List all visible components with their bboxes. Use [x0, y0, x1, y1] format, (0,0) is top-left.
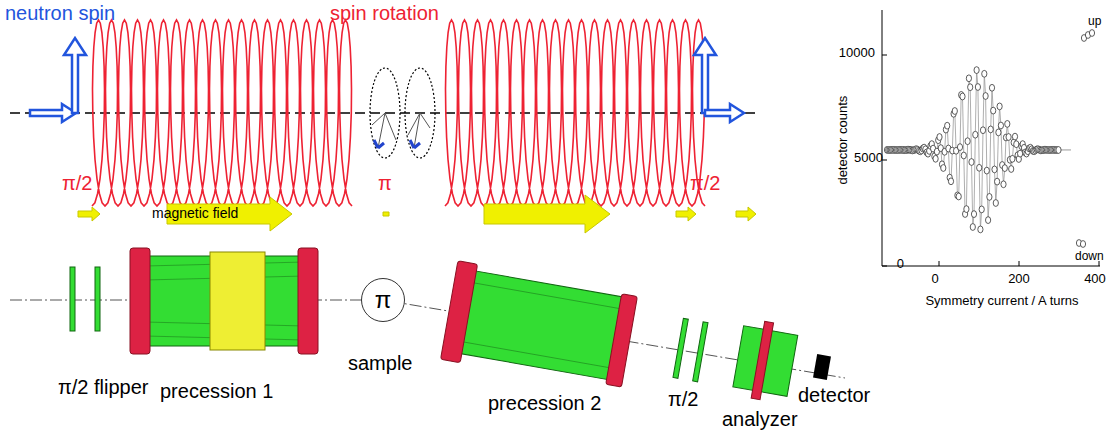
coil-winding: [445, 20, 705, 206]
data-point: [971, 211, 976, 218]
data-point: [1010, 155, 1015, 162]
label: π/2: [690, 172, 720, 194]
label: detector counts: [836, 96, 850, 185]
precession-coil-2: [441, 261, 639, 391]
data-point: [998, 122, 1003, 129]
data-point: [987, 194, 992, 201]
label: 10000: [839, 46, 875, 60]
label: precession 1: [160, 380, 273, 402]
data-point: [966, 75, 971, 82]
data-point: [980, 127, 985, 134]
spin-arrows: [30, 38, 744, 122]
data-point: [996, 129, 1001, 136]
data-point: [973, 131, 978, 138]
precession-coil-1: [130, 248, 318, 354]
data-point: [956, 193, 961, 200]
data-point: [1080, 241, 1085, 248]
data-point: [997, 103, 1002, 110]
data-point: [970, 224, 975, 231]
label: 5000: [854, 151, 883, 165]
data-point: [995, 178, 1000, 185]
label: down: [1075, 250, 1104, 263]
data-point: [945, 122, 950, 129]
node-text: π: [375, 286, 392, 314]
label: π/2: [668, 388, 698, 410]
label: π/2: [62, 172, 92, 194]
data-point: [1009, 166, 1014, 173]
label: up: [1088, 15, 1101, 28]
data-point: [933, 155, 938, 162]
data-point: [937, 134, 942, 141]
data-point: [952, 108, 957, 115]
data-point: [977, 164, 982, 171]
data-point: [948, 178, 953, 185]
label: spin rotation: [330, 2, 439, 24]
flipper-plate: [70, 267, 75, 331]
data-point: [984, 167, 989, 174]
data-point: [986, 217, 991, 224]
flipper-plate: [673, 318, 708, 381]
data-point: [961, 152, 966, 159]
spin-arrow: [374, 140, 420, 148]
data-point: [1001, 181, 1006, 188]
data-point: [968, 84, 973, 91]
flipper-plate: [95, 267, 100, 331]
label: 400: [1084, 272, 1106, 286]
field-arrows: [78, 195, 756, 233]
data-point: [1014, 141, 1019, 148]
label: magnetic field: [152, 206, 238, 221]
data-point: [957, 144, 962, 151]
coil-winding: [92, 20, 352, 206]
sample-circle: π: [361, 278, 405, 322]
label: 0: [931, 272, 938, 286]
data-point: [960, 93, 965, 100]
data-point: [982, 70, 987, 77]
spin-rotation-coil: [92, 20, 705, 206]
analyzer: [731, 318, 799, 404]
data-point: [941, 165, 946, 172]
label: 0: [897, 257, 904, 271]
label: precession 2: [488, 392, 601, 414]
data-point: [964, 206, 969, 213]
data-point: [969, 159, 974, 166]
label: π: [378, 172, 392, 194]
label: π/2 flipper: [58, 376, 154, 398]
label: sample: [348, 352, 412, 374]
data-point: [991, 107, 996, 114]
data-point: [983, 93, 988, 100]
data-point: [975, 84, 980, 91]
data-point: [974, 67, 979, 74]
data-point: [965, 138, 970, 145]
label: Symmetry current / A turns: [925, 294, 1078, 308]
data-point: [1005, 121, 1010, 128]
data-point: [992, 166, 997, 173]
data-point: [1006, 134, 1011, 141]
detector-block: [813, 354, 831, 380]
data-point: [993, 200, 998, 207]
data-point: [1018, 150, 1023, 157]
label: analyzer: [722, 408, 798, 430]
spin-vectors: [372, 113, 430, 148]
label: 200: [1008, 272, 1030, 286]
label: neutron spin: [5, 2, 115, 24]
echo-chart: [882, 10, 1100, 266]
label: detector: [798, 384, 870, 406]
data-point: [979, 206, 984, 213]
data-point: [978, 226, 983, 233]
data-point: [988, 126, 993, 133]
data-point: [1002, 165, 1007, 172]
data-point: [1012, 133, 1017, 140]
data-point: [1089, 30, 1094, 37]
echo-curve: [887, 70, 1059, 229]
data-point: [989, 84, 994, 91]
data-point: [1056, 147, 1061, 154]
